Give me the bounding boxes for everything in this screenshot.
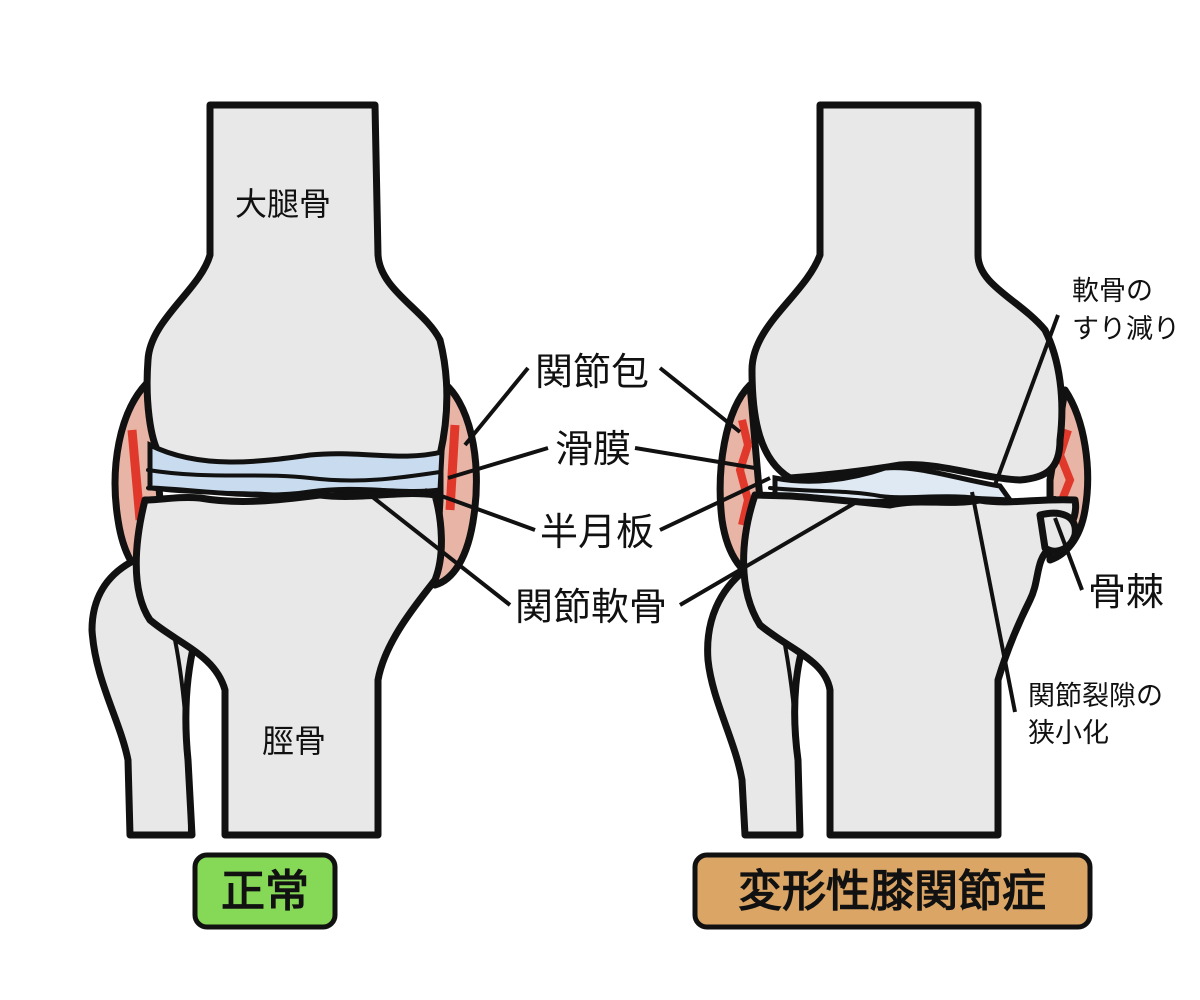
leader-synovium-left xyxy=(447,446,549,480)
leader-meniscus-right xyxy=(659,476,771,532)
meniscus-label: 半月板 xyxy=(540,510,654,554)
joint-space-label-2: 狭小化 xyxy=(1028,718,1109,749)
joint-space-label-1: 関節裂隙の xyxy=(1028,681,1163,712)
leader-capsule-right xyxy=(658,366,742,434)
leader-joint-space xyxy=(970,491,1017,713)
tibia-label: 脛骨 xyxy=(262,722,326,760)
osteophyte-label: 骨棘 xyxy=(1088,570,1164,614)
femur-label: 大腿骨 xyxy=(235,185,331,223)
oa-synovium-left xyxy=(735,419,753,526)
articular-cartilage-label: 関節軟骨 xyxy=(515,585,667,629)
oa-tibia xyxy=(740,491,1080,839)
normal-synovium-left xyxy=(127,429,145,521)
cartilage-wear-label-2: すり減り xyxy=(1072,314,1180,345)
oa-badge: 変形性膝関節症 xyxy=(692,852,1093,930)
normal-knee: 大腿骨 脛骨 xyxy=(88,101,480,839)
leader-synovium-right xyxy=(634,446,756,470)
joint-capsule-label: 関節包 xyxy=(535,350,649,394)
normal-badge: 正常 xyxy=(192,852,338,930)
leader-cartilage-wear xyxy=(993,314,1060,486)
oa-synovium-right xyxy=(1055,428,1075,502)
leader-meniscus-left xyxy=(424,488,536,532)
synovium-label: 滑膜 xyxy=(555,427,631,471)
leader-osteophyte xyxy=(1053,517,1084,591)
normal-femur xyxy=(143,101,451,469)
normal-badge-text: 正常 xyxy=(221,866,309,917)
osteophyte-shape xyxy=(1036,509,1079,555)
oa-badge-text: 変形性膝関節症 xyxy=(738,866,1046,917)
center-labels: 関節包 滑膜 半月板 関節軟骨 xyxy=(368,350,862,629)
normal-synovium-right xyxy=(445,424,460,511)
cartilage-wear-label-1: 軟骨の xyxy=(1072,276,1153,307)
oa-femur xyxy=(748,101,1066,484)
leader-capsule-left xyxy=(463,366,530,447)
normal-tibia xyxy=(132,490,445,839)
right-labels: 軟骨の すり減り 骨棘 関節裂隙の 狭小化 xyxy=(970,276,1180,749)
leader-cartilage-left xyxy=(368,493,512,607)
leader-cartilage-right xyxy=(678,498,862,607)
